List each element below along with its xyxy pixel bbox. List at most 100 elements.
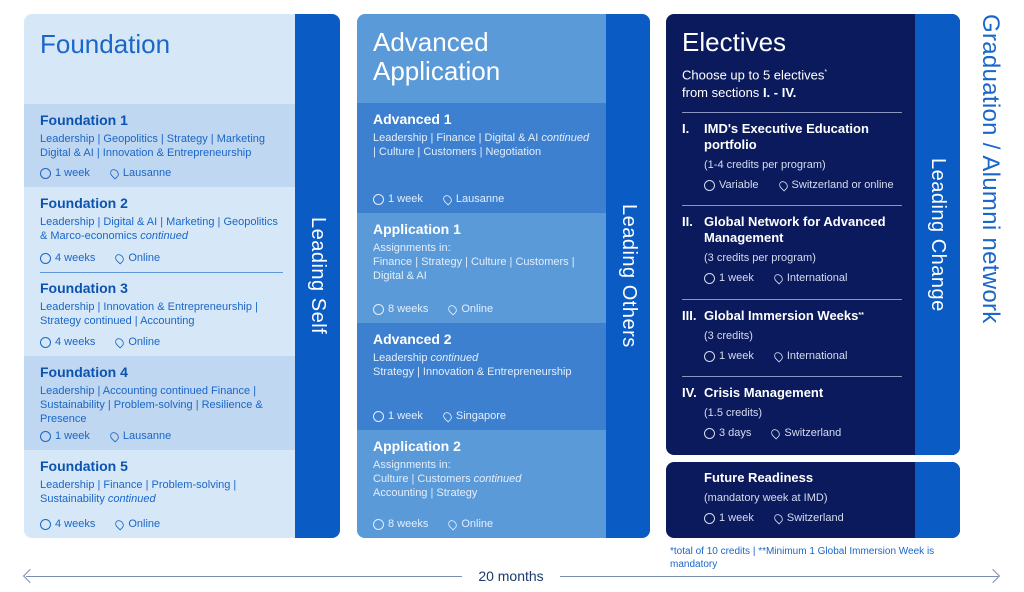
electives-title: Electives xyxy=(682,27,787,57)
item-title: IMD's Executive Education portfolio xyxy=(704,121,869,152)
item-credits: (1.5 credits) xyxy=(704,407,763,419)
location-pin-icon xyxy=(113,251,126,265)
future-stripe xyxy=(915,462,960,538)
duration: 4 weeks xyxy=(55,252,96,264)
duration: 1 week xyxy=(719,512,754,524)
desc-text: Assignments in: xyxy=(373,242,451,254)
duration: 8 weeks xyxy=(388,303,429,315)
location: Singapore xyxy=(455,410,507,422)
subtitle-text: from sections xyxy=(682,85,760,101)
desc-text: Strategy | Innovation & Entrepreneurship xyxy=(373,366,572,378)
location: Online xyxy=(461,518,494,530)
clock-icon xyxy=(704,179,715,191)
location: Switzerland or online xyxy=(791,179,894,191)
future-readiness-box: Future Readiness (mandatory week at IMD)… xyxy=(666,462,960,538)
item-desc: Assignments in:Finance | Strategy | Cult… xyxy=(373,241,590,283)
location-pin-icon xyxy=(108,429,121,443)
elective-2: II. Global Network for Advanced Managemen… xyxy=(682,205,902,285)
desc-text: Leadership xyxy=(373,352,428,364)
location: Online xyxy=(461,303,494,315)
item-title: Foundation 2 xyxy=(40,195,128,211)
item-desc: Leadership | Accounting continued Financ… xyxy=(40,385,263,425)
clock-icon xyxy=(373,193,384,205)
item-desc: Leadership | Digital & AI | Marketing | … xyxy=(40,215,279,243)
clock-icon xyxy=(704,350,715,362)
footnote: *total of 10 credits | **Minimum 1 Globa… xyxy=(670,546,935,570)
location-pin-icon xyxy=(441,409,454,423)
desc-text: Leadership | Finance | Digital & AI xyxy=(373,132,539,144)
item-title: Global Immersion Weeks xyxy=(704,308,859,323)
arrow-right-icon xyxy=(985,568,1001,584)
item-title: Application 2 xyxy=(373,438,461,454)
duration: 4 weeks xyxy=(55,336,96,348)
desc-text: Culture | Customers xyxy=(373,473,471,485)
duration: 1 week xyxy=(719,272,754,284)
duration: 1 week xyxy=(55,430,90,442)
clock-icon xyxy=(40,430,51,442)
foundation-column: Foundation Foundation 1 Leadership | Geo… xyxy=(24,14,340,538)
application-2: Application 2 Assignments in: Culture | C… xyxy=(357,430,606,538)
item-credits: (3 credits per program) xyxy=(704,252,816,264)
location-pin-icon xyxy=(769,426,782,440)
duration: 4 weeks xyxy=(55,518,96,530)
desc-italic: continued xyxy=(140,230,188,242)
location-pin-icon xyxy=(772,271,785,285)
desc-text: | Culture | Customers | Negotiation xyxy=(373,146,542,158)
duration: 1 week xyxy=(388,193,423,205)
location: Switzerland xyxy=(784,427,842,439)
application-1: Application 1 Assignments in:Finance | S… xyxy=(357,213,606,323)
location: Switzerland xyxy=(786,512,844,524)
location-pin-icon xyxy=(113,517,126,531)
item-credits: (mandatory week at IMD) xyxy=(704,492,828,504)
location-pin-icon xyxy=(446,302,459,316)
desc-text: Leadership | Finance | Problem-solving |… xyxy=(40,479,237,505)
location: Lausanne xyxy=(455,193,505,205)
item-credits: (3 credits) xyxy=(704,330,753,342)
item-desc: Leadership | Geopolitics | Strategy | Ma… xyxy=(40,133,266,159)
item-title: Application 1 xyxy=(373,221,461,237)
arrow-left-icon xyxy=(22,568,38,584)
item-title: Foundation 5 xyxy=(40,458,128,474)
location-pin-icon xyxy=(441,192,454,206)
foundation-5: Foundation 5 Leadership | Finance | Prob… xyxy=(24,450,295,538)
desc-italic: continued xyxy=(430,352,479,364)
item-title: Global Network for Advanced Management xyxy=(704,214,886,245)
location-pin-icon xyxy=(772,349,785,363)
item-credits: (1-4 credits per program) xyxy=(704,159,826,171)
foundation-3: Foundation 3 Leadership | Innovation & E… xyxy=(24,272,295,356)
item-num: IV. xyxy=(682,385,697,400)
elective-3: III.Global Immersion Weeks** (3 credits)… xyxy=(682,299,902,363)
desc-text: Assignments in: xyxy=(373,459,451,471)
location: Lausanne xyxy=(122,430,172,442)
foundation-2: Foundation 2 Leadership | Digital & AI |… xyxy=(24,187,295,272)
item-title: Advanced 2 xyxy=(373,331,452,347)
item-num: III. xyxy=(682,308,697,323)
duration: Variable xyxy=(719,179,759,191)
future-readiness-content: Future Readiness (mandatory week at IMD)… xyxy=(682,462,902,525)
location-pin-icon xyxy=(113,335,126,349)
item-num: II. xyxy=(682,214,693,229)
advanced-title: Advanced Application xyxy=(373,27,501,86)
item-title: Foundation 3 xyxy=(40,280,128,296)
item-title: Crisis Management xyxy=(704,385,824,400)
location-pin-icon xyxy=(108,166,121,180)
item-desc: Leadership | Finance | Problem-solving |… xyxy=(40,478,279,506)
clock-icon xyxy=(373,410,384,422)
location: Online xyxy=(128,336,161,348)
timeline-line-left xyxy=(26,576,462,577)
elective-4: IV. Crisis Management (1.5 credits) 3 day… xyxy=(682,376,902,440)
item-desc: Leadership | Finance | Digital & AI cont… xyxy=(373,131,590,159)
item-title: Foundation 1 xyxy=(40,112,128,128)
location: Online xyxy=(128,518,161,530)
duration: 3 days xyxy=(719,427,752,439)
item-title: Advanced 1 xyxy=(373,111,452,127)
location: Online xyxy=(128,252,161,264)
foundation-title: Foundation xyxy=(40,29,171,59)
leading-change-stripe: Leading Change xyxy=(915,14,960,455)
item-title: Foundation 4 xyxy=(40,364,128,380)
duration: 1 week xyxy=(55,167,90,179)
clock-icon xyxy=(704,512,715,524)
leading-self-stripe: Leading Self xyxy=(295,14,340,538)
divider xyxy=(40,272,283,273)
